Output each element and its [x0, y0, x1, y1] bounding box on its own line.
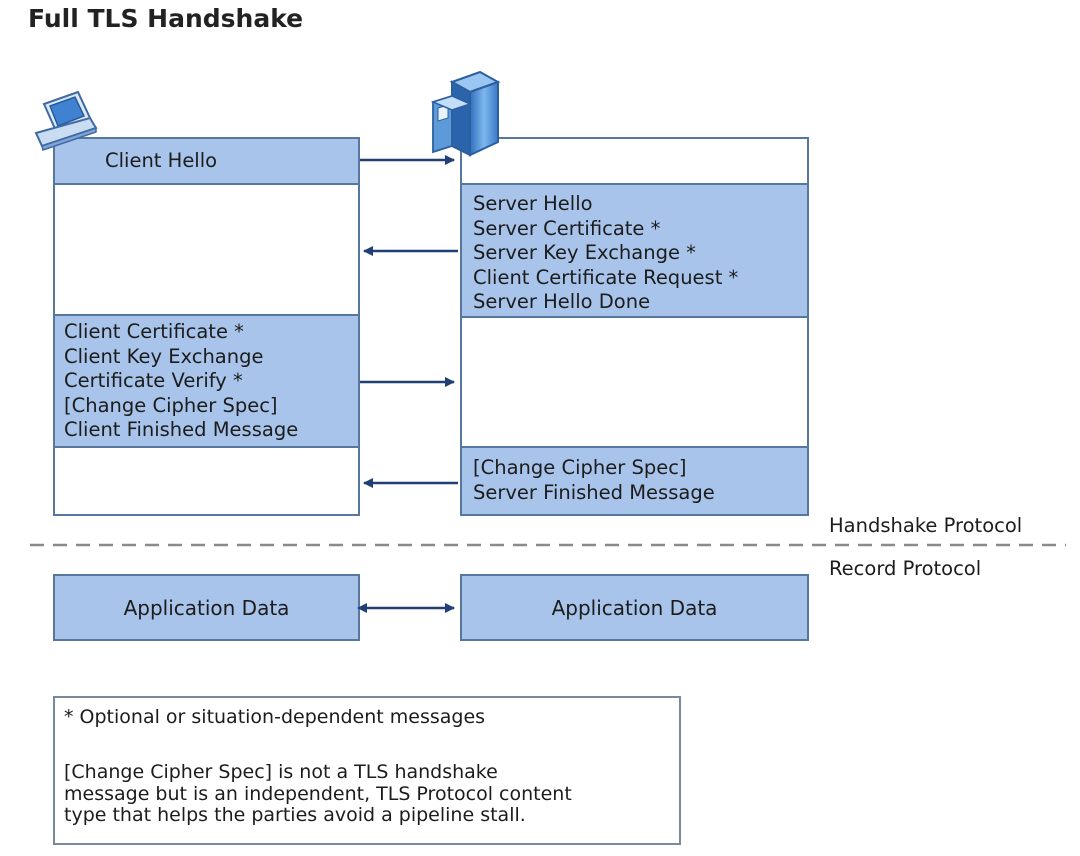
server-finished-box: [Change Cipher Spec] Server Finished Mes…	[460, 446, 809, 516]
optional-note: * Optional or situation-dependent messag…	[64, 706, 486, 728]
server-msg-line: Server Hello	[473, 192, 593, 215]
server-wait-box-2	[460, 316, 809, 448]
server-hello-text: Server Hello Server Certificate * Server…	[473, 192, 738, 315]
client-msg-line: Client Finished Message	[64, 418, 299, 441]
server-application-data-box: Application Data	[460, 574, 809, 641]
client-key-exchange-box: Client Certificate * Client Key Exchange…	[53, 314, 360, 448]
client-key-exchange-text: Client Certificate * Client Key Exchange…	[64, 320, 298, 443]
client-msg-line: Client Certificate *	[64, 320, 244, 343]
change-cipher-note: [Change Cipher Spec] is not a TLS handsh…	[64, 761, 572, 827]
server-finished-text: [Change Cipher Spec] Server Finished Mes…	[473, 456, 715, 505]
page-title: Full TLS Handshake	[28, 4, 304, 33]
laptop-icon	[34, 90, 98, 151]
client-hello-box: Client Hello	[53, 137, 360, 185]
server-msg-line: Server Key Exchange *	[473, 241, 696, 264]
note-line: message but is an independent, TLS Proto…	[64, 782, 572, 805]
server-msg-line: Server Hello Done	[473, 290, 651, 313]
server-msg-line: [Change Cipher Spec]	[473, 456, 687, 479]
server-hello-box: Server Hello Server Certificate * Server…	[460, 183, 809, 318]
client-application-data-box: Application Data	[53, 574, 360, 641]
footnote-box: * Optional or situation-dependent messag…	[53, 696, 681, 845]
server-msg-line: Client Certificate Request *	[473, 265, 739, 289]
handshake-protocol-label: Handshake Protocol	[829, 514, 1023, 537]
server-wait-box-1	[460, 137, 809, 185]
server-msg-line: Server Finished Message	[473, 480, 715, 504]
client-msg-line: Client Key Exchange	[64, 344, 264, 368]
server-icon	[430, 70, 501, 157]
client-hello-label: Client Hello	[105, 149, 218, 172]
server-application-data-label: Application Data	[551, 595, 718, 620]
client-application-data-label: Application Data	[123, 595, 290, 620]
note-line: type that helps the parties avoid a pipe…	[64, 804, 526, 826]
record-protocol-label: Record Protocol	[829, 557, 982, 580]
note-line: [Change Cipher Spec] is not a TLS handsh…	[64, 761, 498, 783]
server-msg-line: Server Certificate *	[473, 216, 661, 240]
client-msg-line: Certificate Verify *	[64, 369, 243, 392]
client-msg-line: [Change Cipher Spec]	[64, 393, 278, 417]
client-wait-box-2	[53, 446, 360, 516]
